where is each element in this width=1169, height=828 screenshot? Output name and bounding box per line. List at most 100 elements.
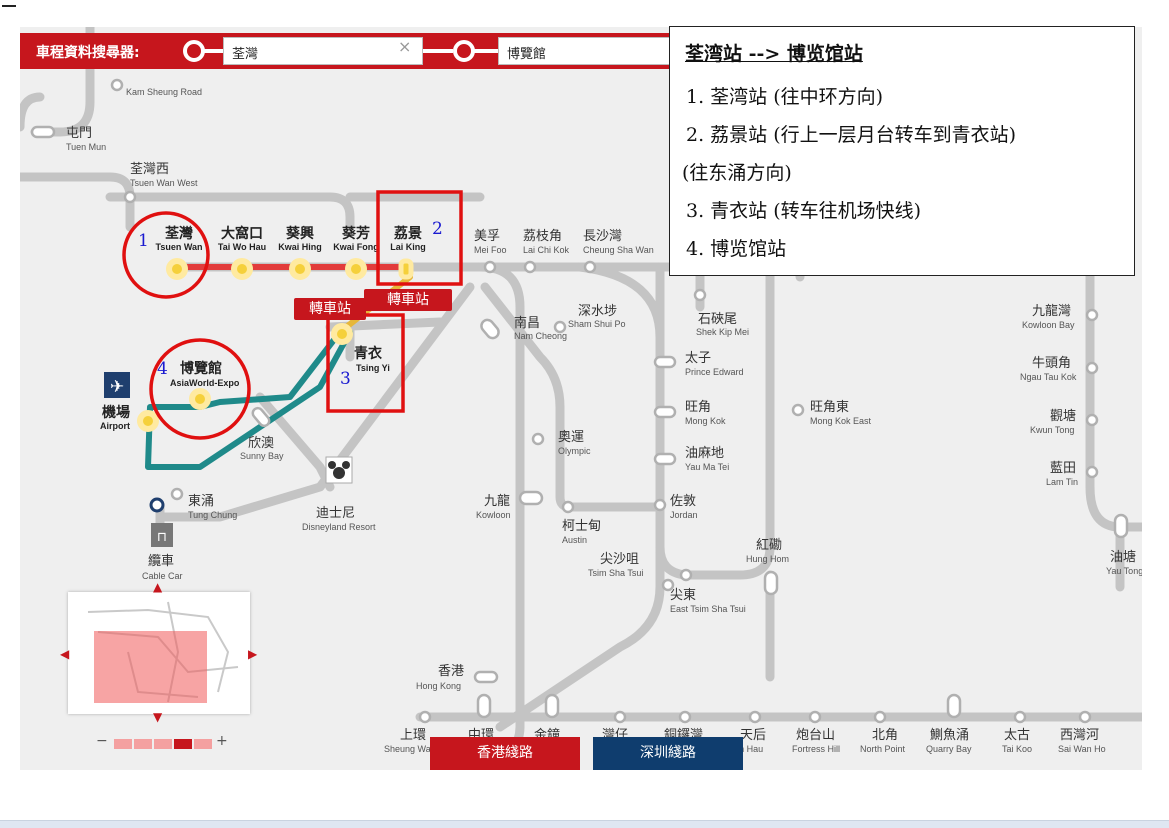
- zoom-level-5[interactable]: [194, 739, 212, 749]
- transfer-badge-lai-king: 轉車站: [364, 289, 452, 311]
- svg-text:牛頭角: 牛頭角: [1032, 356, 1071, 371]
- pan-down-arrow-icon[interactable]: ▼: [153, 710, 163, 724]
- svg-text:尖沙咀: 尖沙咀: [600, 552, 639, 567]
- zoom-control: − +: [86, 733, 232, 753]
- bottom-strip: [0, 820, 1169, 828]
- svg-text:青衣: 青衣: [354, 345, 383, 362]
- svg-text:長沙灣: 長沙灣: [583, 229, 622, 244]
- svg-text:葵興: 葵興: [285, 225, 314, 242]
- svg-text:Sham Shui Po: Sham Shui Po: [568, 319, 626, 329]
- airport-icon: ✈: [104, 372, 130, 398]
- svg-text:紅磡: 紅磡: [756, 538, 782, 553]
- svg-text:Kwun Tong: Kwun Tong: [1030, 425, 1074, 435]
- svg-text:荃灣: 荃灣: [165, 225, 193, 242]
- svg-text:Lam Tin: Lam Tin: [1046, 477, 1078, 487]
- svg-text:Mong Kok: Mong Kok: [685, 416, 726, 426]
- svg-text:纜車: 纜車: [148, 553, 174, 569]
- svg-text:荃灣西: 荃灣西: [130, 162, 169, 177]
- svg-text:1: 1: [138, 231, 149, 251]
- disney-icon: [325, 456, 353, 484]
- svg-text:南昌: 南昌: [514, 315, 540, 331]
- svg-text:太古: 太古: [1004, 728, 1030, 743]
- zoom-level-2[interactable]: [134, 739, 152, 749]
- destination-connector-right: [473, 49, 498, 53]
- map-canvas[interactable]: ✈ ⊓ Kam Sheung Road 屯門 Tuen Mun 荃灣西 Tsue…: [20, 27, 1142, 770]
- route-step-4: 4. 博览馆站: [686, 238, 787, 260]
- svg-text:Jordan: Jordan: [670, 510, 698, 520]
- pan-left-arrow-icon[interactable]: ◀: [60, 647, 70, 661]
- station-dots: [30, 78, 1129, 724]
- clear-icon[interactable]: ×: [398, 37, 412, 56]
- svg-text:深水埗: 深水埗: [578, 304, 617, 319]
- svg-text:上環: 上環: [400, 728, 426, 743]
- svg-text:Shek Kip Mei: Shek Kip Mei: [696, 327, 749, 337]
- cable-car-icon: ⊓: [151, 523, 173, 547]
- svg-text:Kowloon Bay: Kowloon Bay: [1022, 320, 1075, 330]
- pan-up-arrow-icon[interactable]: ▲: [153, 580, 163, 594]
- origin-ring-icon: [183, 40, 205, 62]
- svg-text:葵芳: 葵芳: [341, 225, 370, 242]
- tab-shenzhen-lines[interactable]: 深圳綫路: [593, 737, 743, 770]
- svg-text:Austin: Austin: [562, 535, 587, 545]
- svg-text:旺角: 旺角: [685, 400, 711, 415]
- zoom-in-button[interactable]: +: [216, 733, 228, 749]
- svg-text:北角: 北角: [872, 728, 898, 743]
- svg-text:Mei Foo: Mei Foo: [474, 245, 507, 255]
- svg-text:東涌: 東涌: [188, 493, 214, 509]
- svg-text:尖東: 尖東: [670, 587, 696, 603]
- svg-text:美孚: 美孚: [474, 229, 500, 244]
- svg-text:Tai Wo Hau: Tai Wo Hau: [218, 242, 266, 252]
- svg-text:石硤尾: 石硤尾: [698, 312, 737, 327]
- svg-text:Lai Chi Kok: Lai Chi Kok: [523, 245, 570, 255]
- overview-minimap[interactable]: [68, 592, 250, 714]
- svg-text:欣澳: 欣澳: [248, 435, 274, 451]
- zoom-level-1[interactable]: [114, 739, 132, 749]
- svg-text:Quarry Bay: Quarry Bay: [926, 744, 972, 754]
- svg-text:Tsim Sha Tsui: Tsim Sha Tsui: [588, 568, 643, 578]
- svg-text:Tung Chung: Tung Chung: [188, 510, 237, 520]
- svg-text:Disneyland Resort: Disneyland Resort: [302, 522, 376, 532]
- tab-hong-kong-lines[interactable]: 香港綫路: [430, 737, 580, 770]
- svg-text:Sheung Wan: Sheung Wan: [384, 744, 436, 754]
- tung-chung-terminal: [149, 497, 165, 513]
- svg-text:炮台山: 炮台山: [796, 728, 835, 743]
- svg-text:3: 3: [340, 369, 351, 389]
- svg-text:Yau Tong: Yau Tong: [1106, 566, 1142, 576]
- minimap-viewport[interactable]: [94, 631, 207, 703]
- svg-text:Cheung Sha Wan: Cheung Sha Wan: [583, 245, 654, 255]
- zoom-level-3[interactable]: [154, 739, 172, 749]
- svg-text:Mong Kok East: Mong Kok East: [810, 416, 872, 426]
- journey-planner-label: 車程資料搜尋器:: [36, 45, 140, 61]
- svg-text:Tsing Yi: Tsing Yi: [356, 363, 390, 373]
- svg-text:Hong Kong: Hong Kong: [416, 681, 461, 691]
- pan-right-arrow-icon[interactable]: ▶: [248, 647, 258, 661]
- svg-text:機場: 機場: [102, 404, 130, 421]
- svg-text:佐敦: 佐敦: [670, 493, 696, 509]
- route-step-2-direction: (往东涌方向): [682, 162, 792, 184]
- svg-text:香港: 香港: [438, 664, 464, 679]
- svg-text:AsiaWorld-Expo: AsiaWorld-Expo: [170, 378, 240, 388]
- origin-connector: [203, 49, 223, 53]
- svg-text:柯士甸: 柯士甸: [562, 519, 601, 534]
- svg-text:觀塘: 觀塘: [1050, 408, 1076, 424]
- zoom-out-button[interactable]: −: [96, 733, 108, 749]
- svg-text:荔景: 荔景: [393, 225, 422, 242]
- svg-text:藍田: 藍田: [1050, 461, 1076, 476]
- station-labels: Kam Sheung Road 屯門 Tuen Mun 荃灣西 Tsuen Wa…: [66, 87, 1142, 754]
- step-numbers: 1 2 3 4: [138, 219, 443, 389]
- svg-text:Airport: Airport: [100, 421, 130, 431]
- svg-text:旺角東: 旺角東: [810, 399, 849, 415]
- svg-text:大窩口: 大窩口: [221, 225, 263, 242]
- route-step-1: 1. 荃湾站 (往中环方向): [686, 86, 884, 108]
- zoom-level-4[interactable]: [174, 739, 192, 749]
- svg-text:Tuen Mun: Tuen Mun: [66, 142, 106, 152]
- origin-input[interactable]: 荃灣: [223, 37, 423, 65]
- svg-text:油塘: 油塘: [1110, 549, 1136, 565]
- svg-text:鰂魚涌: 鰂魚涌: [930, 728, 969, 743]
- svg-text:Tsuen Wan: Tsuen Wan: [156, 242, 203, 252]
- origin-input-value: 荃灣: [232, 47, 259, 62]
- svg-text:天后: 天后: [740, 728, 766, 743]
- svg-text:九龍灣: 九龍灣: [1032, 303, 1071, 319]
- svg-text:Sai Wan Ho: Sai Wan Ho: [1058, 744, 1106, 754]
- svg-text:Olympic: Olympic: [558, 446, 591, 456]
